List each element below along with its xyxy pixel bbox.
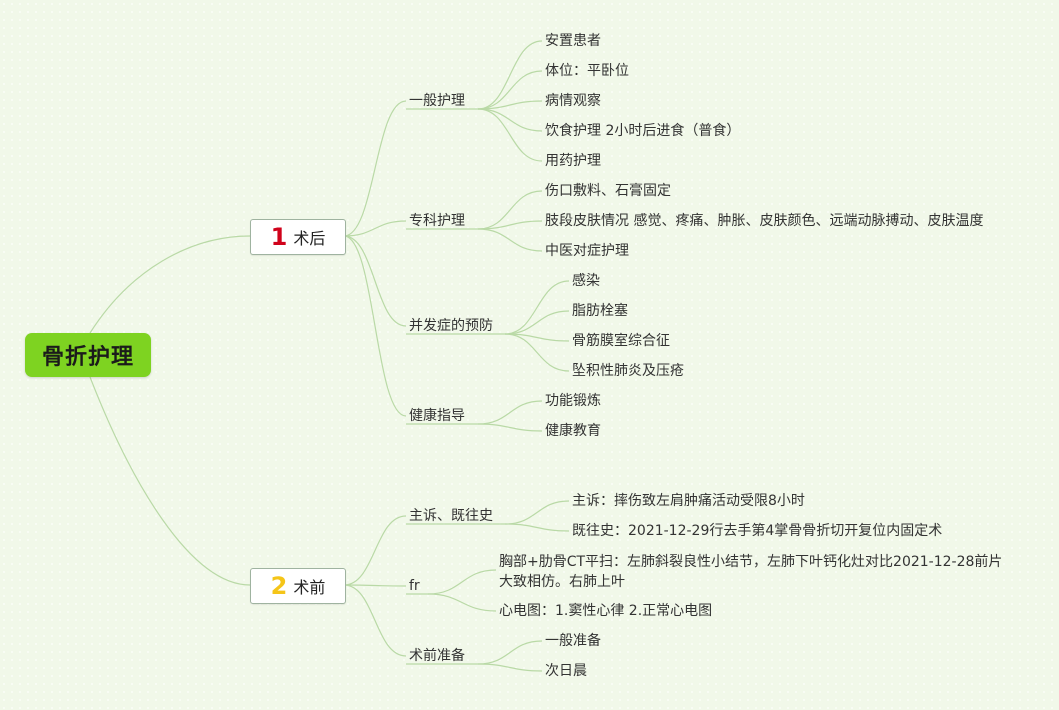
leaf-node[interactable]: 中医对症护理 — [545, 243, 629, 259]
subtopic-fr[interactable]: fr — [409, 578, 420, 594]
edge-root-after — [89, 235, 251, 334]
leaf-node[interactable]: 主诉：摔伤致左肩肿痛活动受限8小时 — [572, 493, 805, 509]
edge-before-history — [343, 515, 407, 586]
number-2-icon: 2 — [270, 572, 288, 600]
subtopic-history[interactable]: 主诉、既往史 — [409, 508, 493, 524]
edge-after-general — [343, 100, 407, 237]
leaf-node[interactable]: 既往史：2021-12-29行去手第4掌骨骨折切开复位内固定术 — [572, 523, 943, 539]
leaf-node[interactable]: 骨筋膜室综合征 — [572, 333, 670, 349]
leaf-node[interactable]: 胸部+肋骨CT平扫：左肺斜裂良性小结节，左肺下叶钙化灶对比2021-12-28前… — [499, 554, 1003, 590]
leaf-node[interactable]: 脂肪栓塞 — [572, 303, 628, 319]
edge-before-prep — [343, 584, 407, 657]
leaf-node[interactable]: 体位：平卧位 — [545, 63, 629, 79]
subtopic-preop-prep[interactable]: 术前准备 — [409, 648, 465, 664]
leaf-node[interactable]: 病情观察 — [545, 93, 601, 109]
edge-root-before — [89, 376, 251, 586]
edge-after-special — [343, 220, 407, 237]
root-node[interactable]: 骨折护理 — [25, 333, 151, 377]
leaf-node[interactable]: 功能锻炼 — [545, 393, 601, 409]
leaf-node[interactable]: 次日晨 — [545, 663, 587, 679]
leaf-node[interactable]: 心电图：1.窦性心律 2.正常心电图 — [499, 603, 713, 619]
edge-before-fr — [343, 584, 407, 587]
edge-after-complications — [343, 235, 407, 327]
leaf-node[interactable]: 坠积性肺炎及压疮 — [572, 363, 684, 379]
branch-label: 术前 — [293, 578, 326, 597]
leaf-node[interactable]: 伤口敷料、石膏固定 — [545, 183, 671, 199]
subtopic-specialty-care[interactable]: 专科护理 — [409, 213, 465, 229]
subtopic-health-guidance[interactable]: 健康指导 — [409, 408, 465, 424]
root-label: 骨折护理 — [41, 345, 134, 370]
leaf-node[interactable]: 安置患者 — [545, 33, 601, 49]
branch-before-surgery[interactable]: 2 术前 — [250, 568, 346, 604]
subtopic-general-care[interactable]: 一般护理 — [409, 93, 465, 109]
leaf-node[interactable]: 感染 — [572, 273, 600, 289]
branch-label: 术后 — [293, 229, 326, 248]
branch-after-surgery[interactable]: 1 术后 — [250, 219, 346, 255]
number-1-icon: 1 — [270, 223, 288, 251]
leaf-node[interactable]: 肢段皮肤情况 感觉、疼痛、肿胀、皮肤颜色、远端动脉搏动、皮肤温度 — [545, 213, 984, 229]
leaf-node[interactable]: 饮食护理 2小时后进食（普食） — [545, 123, 741, 139]
leaf-node[interactable]: 一般准备 — [545, 633, 601, 649]
leaf-node[interactable]: 健康教育 — [545, 423, 601, 439]
edge-after-health — [343, 235, 407, 417]
subtopic-complication-prevention[interactable]: 并发症的预防 — [409, 318, 493, 334]
leaf-node[interactable]: 用药护理 — [545, 153, 601, 169]
